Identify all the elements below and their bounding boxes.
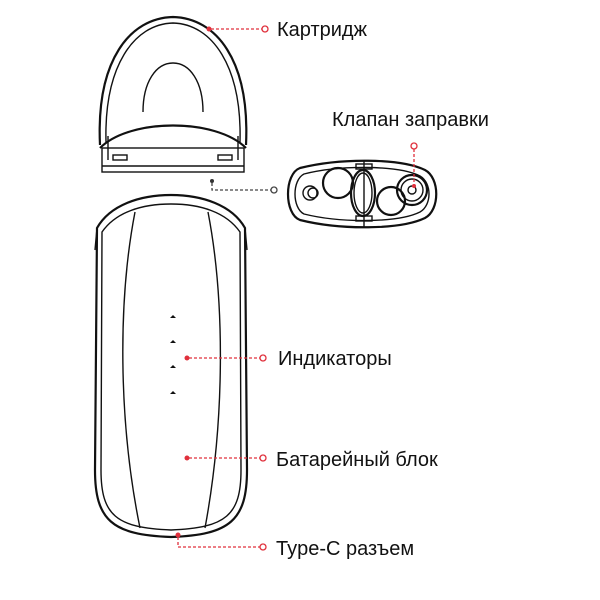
- cartridge-drawing: [98, 15, 248, 173]
- label-type-c: Type-C разъем: [276, 538, 414, 560]
- callout-type-c: [175, 532, 267, 551]
- indicator-2: [170, 340, 176, 343]
- label-refill-valve: Клапан заправки: [332, 109, 489, 131]
- battery-drawing: [93, 193, 249, 539]
- label-battery: Батарейный блок: [276, 449, 438, 471]
- callout-battery: [184, 454, 267, 462]
- callout-valve: [410, 142, 418, 188]
- indicator-marks: [170, 315, 176, 394]
- indicator-3: [170, 365, 176, 368]
- callout-cartridge: [206, 25, 269, 33]
- callout-connector: [210, 179, 278, 194]
- indicator-4: [170, 391, 176, 394]
- indicator-1: [170, 315, 176, 318]
- label-cartridge: Картридж: [277, 19, 368, 41]
- refill-valve-drawing: [287, 159, 438, 229]
- label-indicators: Индикаторы: [278, 348, 392, 370]
- callout-indicators: [184, 354, 267, 362]
